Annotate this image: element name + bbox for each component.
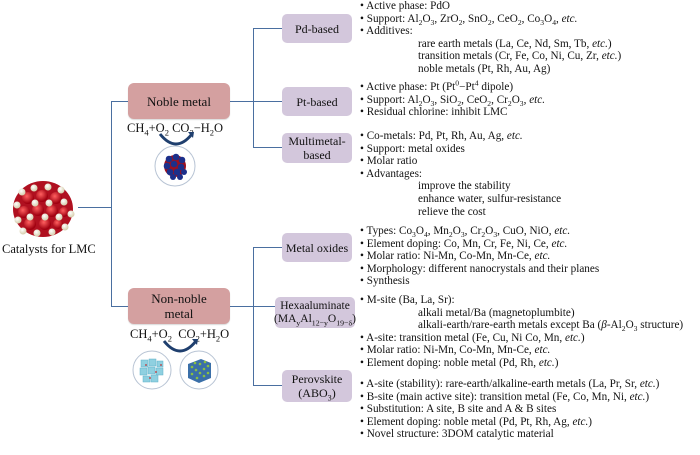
connector-noble-branch [253,28,255,148]
detail-bullet: Residual chlorine: inhibit LMC [360,106,545,119]
metal-oxide-crystal-image [132,350,172,390]
hexaaluminate-details: M-site (Ba, La, Sr):alkali metal/Ba (mag… [360,294,683,370]
detail-bullet: B-site (main active site): transition me… [360,391,659,404]
detail-bullet: M-site (Ba, La, Sr): [360,294,683,307]
detail-subitem: transition metals (Cr, Fe, Co, Ni, Cu, Z… [418,50,622,63]
nonnoble-reaction-equation: CH4+O2 CO2+H2O [130,327,230,344]
category-non-noble-label-line2: metal [164,306,194,321]
connector-trunk [111,101,113,307]
detail-subitem: enhance water, sulfur-resistance [418,192,562,205]
category-non-noble-label-line1: Non-noble [151,291,207,306]
detail-bullet: A-site: transition metal (Fe, Cu, Ni Co,… [360,332,683,345]
detail-bullet: Morphology: different nanocrystals and t… [360,263,600,276]
detail-bullet: Molar ratio [360,155,561,168]
detail-bullet: Support: Al2O3, SiO2, CeO2, Cr2O3, etc. [360,94,545,108]
subcategory-multimetal-label-line1: Multimetal- [288,134,346,148]
pd-based-details: Active phase: PdOSupport: Al2O3, ZrO2, S… [360,0,621,76]
connector-noble [111,101,128,103]
subcategory-metal-oxides: Metal oxides [282,233,352,262]
noble-reaction-arrow-icon [156,132,196,148]
subcategory-hexaaluminate: Hexaaluminate(MAyAl12−yO19−δ) [274,297,356,328]
subcategory-pd-based: Pd-based [282,14,352,43]
subcategory-perovskite: Perovskite(ABO3) [282,370,352,402]
detail-subitem: noble metals (Pt, Rh, Au, Ag) [418,62,551,75]
detail-bullet: A-site (stability): rare-earth/alkaline-… [360,378,659,391]
detail-bullet: Advantages: [360,168,561,181]
root-label: Catalysts for LMC [2,242,96,256]
connector-nonnoble-out [230,306,282,308]
subcategory-multimetal-based: Multimetal- based [282,133,352,163]
pt-based-details: Active phase: Pt (Pt0−Pt4 dipole)Support… [360,79,545,119]
subcategory-pt-based: Pt-based [282,87,352,116]
detail-bullet: Molar ratio: Ni-Mn, Co-Mn, Mn-Ce, etc. [360,250,599,263]
noble-reaction-equation: CH4+O2 CO2−H2O [127,121,224,138]
detail-subitem: alkali-earth/rare-earth metals except Ba… [418,319,684,334]
detail-bullet: Molar ratio: Ni-Mn, Co-Mn, Mn-Ce, etc. [360,344,683,357]
detail-bullet: Co-metals: Pd, Pt, Rh, Au, Ag, etc. [360,130,561,143]
detail-subitem: alkali metal/Ba (magnetoplumbite) [418,306,575,319]
category-non-noble-metal: Non-noble metal [128,288,230,324]
subcategory-metal-oxides-label: Metal oxides [285,240,349,255]
subcategory-pt-based-label: Pt-based [296,94,338,109]
connector-multimetal [253,147,282,149]
subcategory-multimetal-label-line2: based [303,148,331,162]
detail-subitem: improve the stability [418,180,511,193]
category-noble-metal: Noble metal [128,83,230,119]
connector-noble-out [230,101,282,103]
connector-nonnoble-branch [253,247,255,385]
detail-bullet: Support: metal oxides [360,143,561,156]
detail-bullet: Active phase: PdO [360,0,621,13]
subcategory-pd-based-label: Pd-based [295,21,339,36]
connector-root [78,207,112,209]
detail-bullet: Active phase: Pt (Pt0−Pt4 dipole) [360,79,545,94]
noble-metal-particle-image [154,145,196,187]
detail-bullet: Element doping: noble metal (Pd, Rh, etc… [360,357,683,370]
multimetal-based-details: Co-metals: Pd, Pt, Rh, Au, Ag, etc.Suppo… [360,130,561,218]
detail-subitem: rare earth metals (La, Ce, Nd, Sm, Tb, e… [418,37,612,50]
detail-bullet: Support: Al2O3, ZrO2, SnO2, CeO2, Co3O4,… [360,13,621,27]
detail-bullet: Element doping: noble metal (Pd, Pt, Rh,… [360,416,659,429]
catalyst-nanoparticle-image [8,178,78,240]
perovskite-details: A-site (stability): rare-earth/alkaline-… [360,378,659,441]
connector-perovskite [253,385,282,387]
connector-nonnoble [111,306,128,308]
subcategory-perovskite-label: Perovskite(ABO3) [291,372,343,403]
perovskite-crystal-image [179,350,219,390]
detail-bullet: Novel structure: 3DOM catalytic material [360,428,659,441]
connector-metal-oxides [253,247,282,249]
detail-bullet: Substitution: A site, B site and A & B s… [360,403,659,416]
category-noble-metal-label: Noble metal [147,93,211,109]
nonnoble-reaction-arrow-icon [160,339,200,355]
detail-bullet: Element doping: Co, Mn, Cr, Fe, Ni, Ce, … [360,238,599,251]
subcategory-hexaaluminate-label: Hexaaluminate(MAyAl12−yO19−δ) [274,299,356,327]
detail-bullet: Additives: [360,25,621,38]
detail-subitem: relieve the cost [418,205,486,218]
connector-pd [253,28,282,30]
detail-bullet: Synthesis [360,275,599,288]
detail-bullet: Types: Co3O4, Mn2O3, Cr2O3, CuO, NiO, et… [360,225,599,239]
metal-oxides-details: Types: Co3O4, Mn2O3, Cr2O3, CuO, NiO, et… [360,225,600,288]
